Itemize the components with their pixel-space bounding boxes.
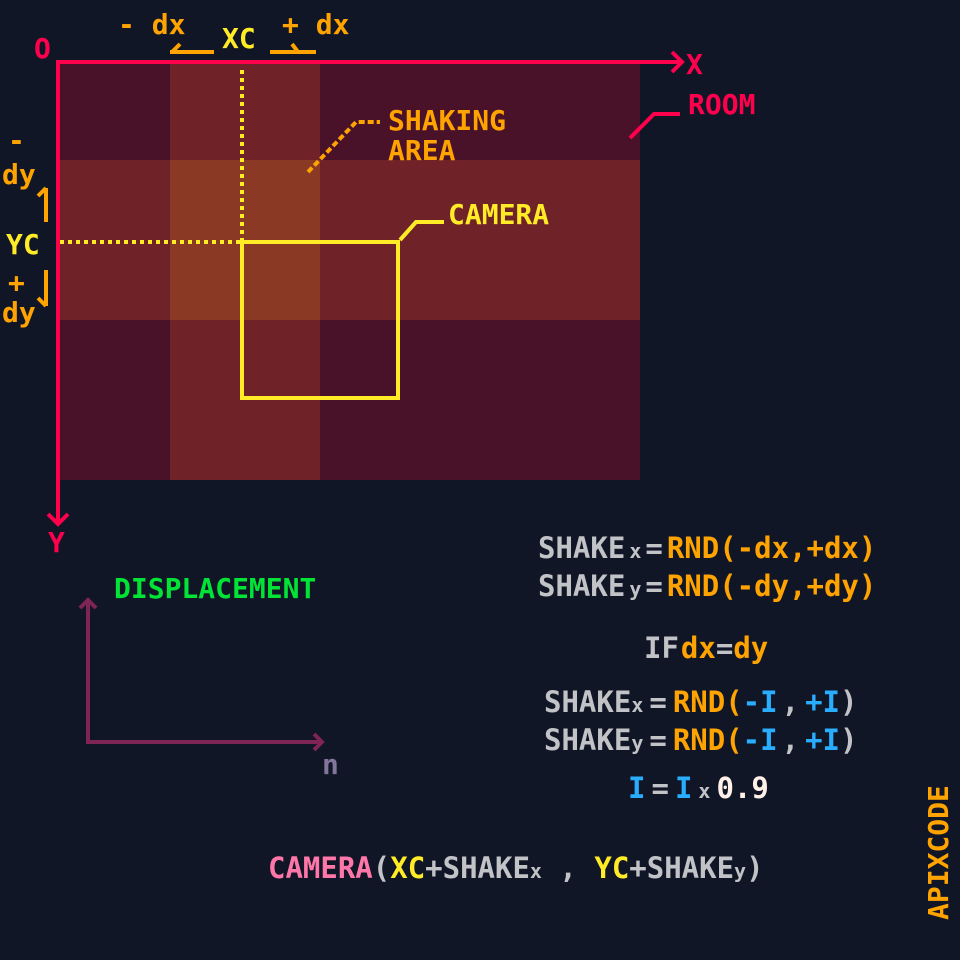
displacement-n-label: n bbox=[322, 748, 339, 781]
displacement-axes bbox=[78, 597, 325, 752]
camera-label: CAMERA bbox=[448, 198, 549, 231]
room-pointer bbox=[628, 112, 680, 140]
formula-shake-y-intensity: SHAKEy=RND(-I,+I) bbox=[544, 723, 857, 757]
y-axis bbox=[46, 60, 70, 527]
plus-dx-bracket bbox=[270, 42, 316, 54]
plus-dy-label: dy bbox=[2, 296, 36, 329]
shaking-area-pointer bbox=[306, 120, 380, 174]
minus-dx-bracket bbox=[170, 42, 214, 54]
plus-dy-arrow bbox=[36, 270, 48, 308]
x-axis bbox=[56, 50, 685, 74]
displacement-title: DISPLACEMENT bbox=[114, 572, 316, 605]
minus-dy-sign: - bbox=[8, 124, 25, 157]
plus-dx-label: + dx bbox=[282, 8, 350, 41]
camera-pointer bbox=[398, 220, 444, 242]
xc-label: XC bbox=[222, 22, 256, 55]
formula-condition: IFdx=dy bbox=[644, 631, 768, 665]
brand-logo: APIXCODE bbox=[922, 785, 955, 920]
room-label: ROOM bbox=[688, 88, 755, 121]
yc-label: YC bbox=[6, 228, 40, 261]
minus-dx-label: - dx bbox=[118, 8, 186, 41]
origin-label: O bbox=[34, 32, 51, 65]
shaking-area-label-line1: SHAKING bbox=[388, 104, 506, 137]
camera-rect bbox=[240, 240, 400, 400]
formula-shake-x-intensity: SHAKEx=RND(-I,+I) bbox=[544, 685, 857, 719]
y-axis-label: Y bbox=[48, 526, 65, 559]
plus-dy-sign: + bbox=[8, 266, 25, 299]
formula-camera-call: CAMERA(XC+SHAKEx , YC+SHAKEy) bbox=[268, 851, 764, 885]
shaking-area-label-line2: AREA bbox=[388, 134, 456, 167]
x-axis-label: X bbox=[686, 48, 703, 81]
minus-dy-arrow bbox=[36, 186, 48, 222]
minus-dy-label: dy bbox=[2, 158, 36, 191]
